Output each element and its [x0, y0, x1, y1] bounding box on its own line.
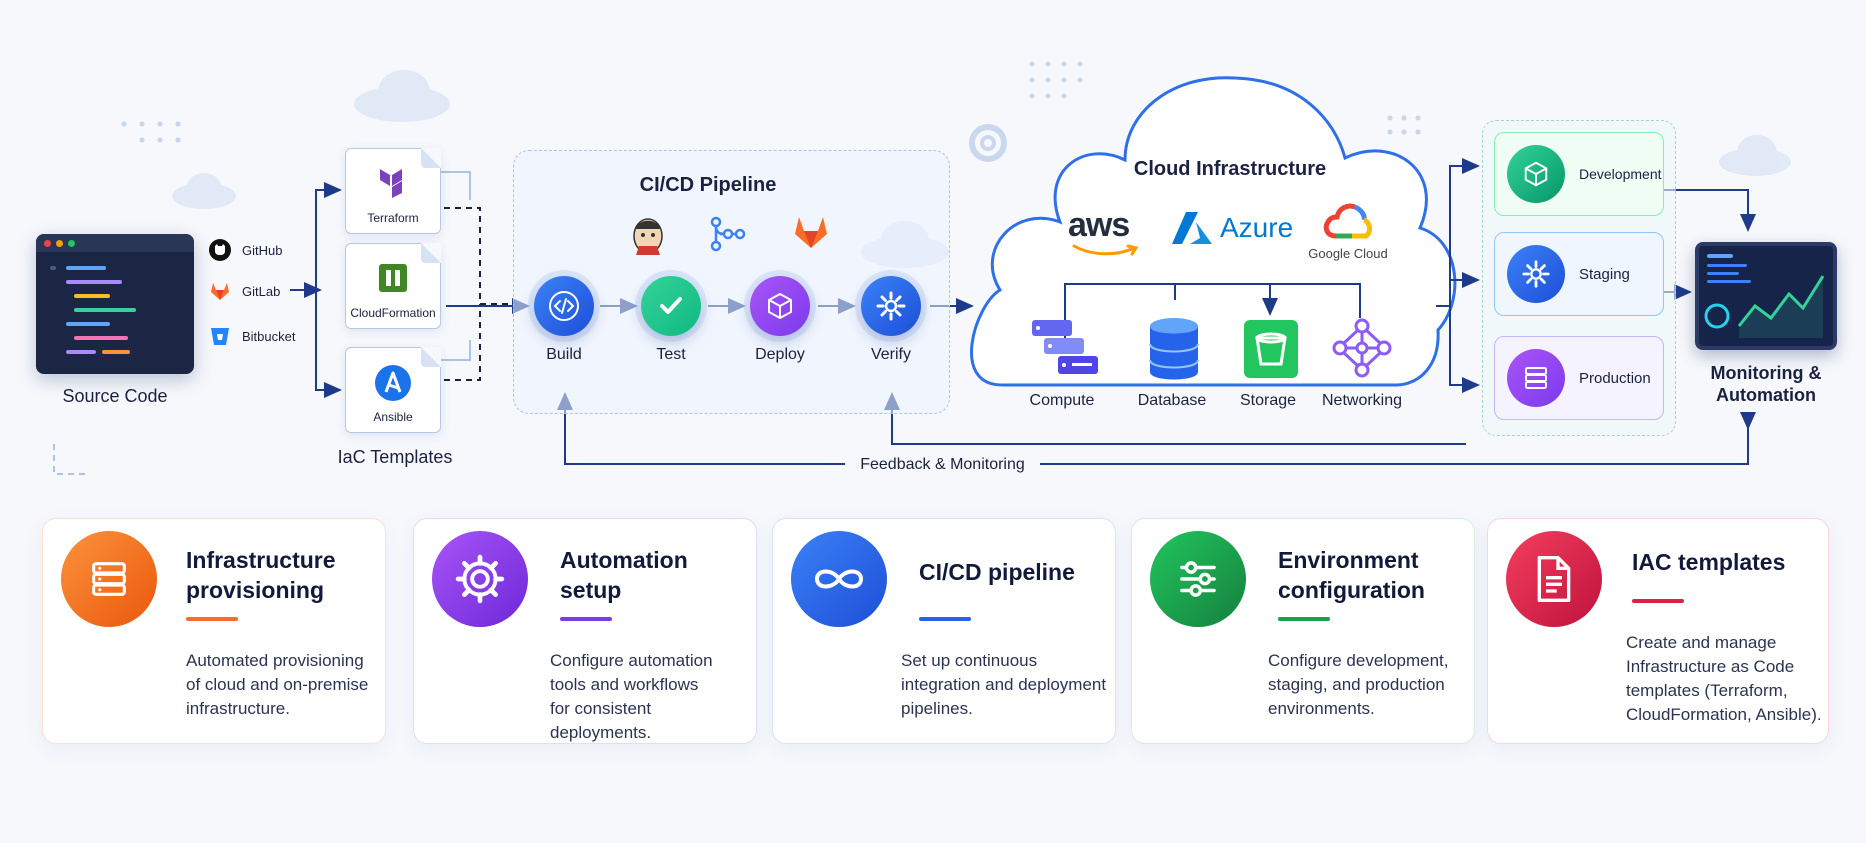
networking-icon: [1332, 318, 1392, 383]
deploy-label: Deploy: [755, 346, 805, 363]
terraform-icon: [376, 165, 410, 204]
pipeline-title: CI/CD Pipeline: [639, 174, 777, 196]
compute-label: Compute: [1029, 392, 1095, 409]
iac-templates-label: IaC Templates: [337, 447, 453, 467]
build-stage[interactable]: [534, 276, 594, 336]
github-icon: [208, 238, 232, 262]
google-cloud-icon: [1322, 200, 1374, 247]
source-code-window: [36, 234, 194, 374]
azure-icon: [1170, 210, 1214, 251]
database-icon: [1146, 316, 1202, 387]
repo-label: GitHub: [242, 242, 283, 258]
repo-gitlab[interactable]: GitLab: [208, 279, 280, 303]
verify-stage[interactable]: [861, 276, 921, 336]
gitlab-icon: [208, 279, 232, 303]
ansible-template[interactable]: Ansible: [345, 347, 441, 433]
server-icon: [61, 531, 157, 627]
repo-label: GitLab: [242, 283, 281, 299]
dashboard-chart-icon: [1704, 254, 1825, 338]
gear-icon: [432, 531, 528, 627]
env-development[interactable]: Development: [1494, 132, 1664, 216]
git-workflow-icon: [708, 214, 748, 259]
compute-icon: [1030, 318, 1102, 383]
code-icon: [549, 291, 579, 321]
sliders-icon: [1150, 531, 1246, 627]
aws-smile-icon: [1072, 244, 1139, 256]
test-stage[interactable]: [641, 276, 701, 336]
storage-icon: [1242, 318, 1300, 385]
cloud-title: Cloud Infrastructure: [1133, 158, 1327, 180]
card-accent-bar: [1632, 599, 1684, 603]
storage-label: Storage: [1239, 392, 1297, 409]
cube-icon: [1507, 145, 1565, 203]
monitoring-dashboard[interactable]: [1695, 242, 1837, 350]
repo-label: Bitbucket: [242, 328, 296, 344]
deploy-stage[interactable]: [750, 276, 810, 336]
cloudformation-template[interactable]: CloudFormation: [345, 243, 441, 329]
gear-icon: [876, 291, 906, 321]
env-label: Staging: [1579, 265, 1630, 283]
card-accent-bar: [919, 617, 971, 621]
ansible-icon: [374, 364, 412, 407]
box-icon: [768, 293, 792, 319]
card-accent-bar: [186, 617, 238, 621]
verify-label: Verify: [870, 346, 911, 363]
env-staging[interactable]: Staging: [1494, 232, 1664, 316]
infinity-icon: [791, 531, 887, 627]
cloudformation-icon: [376, 260, 410, 301]
networking-label: Networking: [1321, 392, 1403, 409]
bitbucket-icon: [208, 324, 232, 348]
server-icon: [1507, 349, 1565, 407]
test-label: Test: [656, 346, 686, 363]
gitlab-ci-icon: [792, 214, 830, 255]
document-icon: [1506, 531, 1602, 627]
monitoring-label: Monitoring & Automation: [1710, 363, 1822, 405]
card-description: Configure development,staging, and produ…: [1268, 651, 1449, 718]
google-cloud-label: Google Cloud: [1308, 246, 1388, 261]
card-accent-bar: [1278, 617, 1330, 621]
feedback-label: Feedback & Monitoring: [845, 456, 1040, 474]
azure-logo: Azure: [1220, 212, 1294, 243]
card-title: CI/CD pipeline: [919, 559, 1075, 585]
jenkins-icon: [630, 214, 666, 261]
repo-bitbucket[interactable]: Bitbucket: [208, 324, 295, 348]
repo-github[interactable]: GitHub: [208, 238, 282, 262]
check-icon: [660, 297, 682, 314]
env-label: Development: [1579, 166, 1662, 182]
card-accent-bar: [560, 617, 612, 621]
terraform-template[interactable]: Terraform: [345, 148, 441, 234]
build-label: Build: [546, 346, 582, 363]
env-production[interactable]: Production: [1494, 336, 1664, 420]
database-label: Database: [1137, 392, 1207, 409]
aws-logo: aws: [1068, 206, 1130, 244]
source-code-label: Source Code: [62, 386, 168, 406]
gear-icon: [1507, 245, 1565, 303]
card-title: IAC templates: [1632, 549, 1786, 575]
env-label: Production: [1579, 369, 1651, 387]
